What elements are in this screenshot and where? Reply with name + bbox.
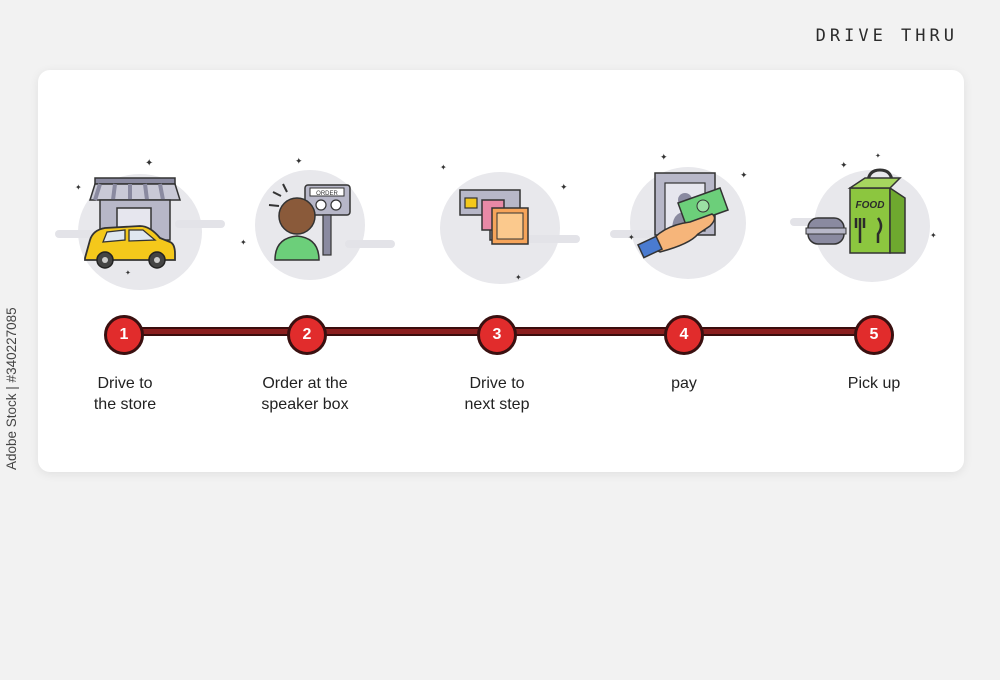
svg-text:✦: ✦ [295,156,303,166]
stock-watermark: Adobe Stock | #340227085 [4,307,19,470]
order-speaker-icon: ORDER ✦ ✦ [240,156,395,280]
svg-text:✦: ✦ [660,152,668,162]
food-bag-icon: FOOD ✦ ✦ ✦ [790,152,937,282]
svg-text:✦: ✦ [628,233,635,242]
svg-text:✦: ✦ [560,182,568,192]
step-1-marker: 1 [104,315,144,355]
svg-text:✦: ✦ [875,152,881,160]
page-title: DRIVE THRU [815,26,958,46]
svg-text:✦: ✦ [125,269,131,277]
parking-map-icon: ✦ ✦ ✦ [440,163,580,284]
svg-text:✦: ✦ [515,273,522,282]
step-4-marker: 4 [664,315,704,355]
step-5-label: Pick up [847,375,901,392]
step-5-marker: 5 [854,315,894,355]
svg-text:✦: ✦ [75,183,82,192]
step-2-label: Order at the speaker box [261,375,349,413]
svg-text:✦: ✦ [840,160,848,170]
step-3-marker: 3 [477,315,517,355]
svg-text:✦: ✦ [240,238,247,247]
order-sign-text: ORDER [316,191,338,197]
step-4-label: pay [671,375,697,392]
payment-hand-icon: ✦ ✦ ✦ [610,152,748,279]
step-1-label: Drive to the store [93,375,157,413]
food-bag-text: FOOD [856,200,885,211]
svg-text:✦: ✦ [145,158,153,169]
svg-text:✦: ✦ [740,170,748,180]
svg-text:✦: ✦ [440,163,447,172]
step-2-marker: 2 [287,315,327,355]
step-3-label: Drive to next step [464,375,530,413]
svg-text:✦: ✦ [930,231,937,240]
car-store-icon: ✦ ✦ ✦ [55,158,225,290]
